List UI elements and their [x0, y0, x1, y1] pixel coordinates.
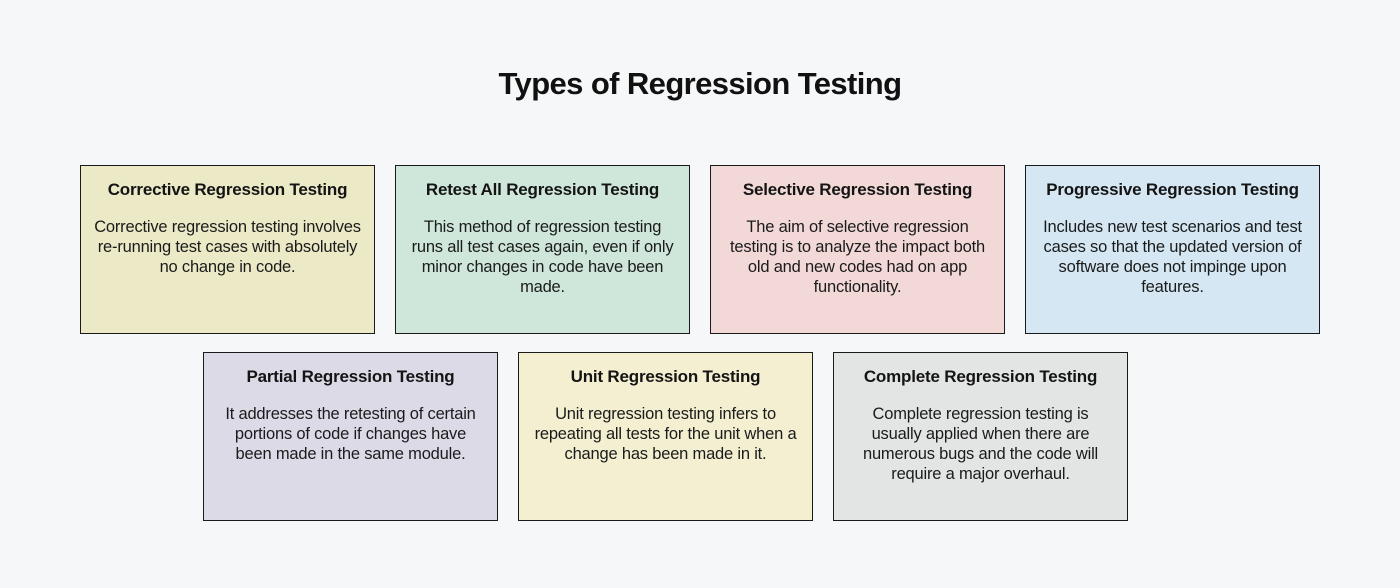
card-row-top: Corrective Regression Testing Corrective… — [80, 165, 1320, 334]
card-selective-regression-testing: Selective Regression Testing The aim of … — [710, 165, 1005, 334]
card-title: Selective Regression Testing — [742, 180, 973, 199]
card-body: This method of regression testing runs a… — [411, 218, 674, 296]
card-body: Includes new test scenarios and test cas… — [1043, 218, 1302, 296]
card-progressive-regression-testing: Progressive Regression Testing Includes … — [1025, 165, 1320, 334]
card-partial-regression-testing: Partial Regression Testing It addresses … — [203, 352, 498, 521]
card-corrective-regression-testing: Corrective Regression Testing Corrective… — [80, 165, 375, 334]
card-retest-all-regression-testing: Retest All Regression Testing This metho… — [395, 165, 690, 334]
card-row-bottom: Partial Regression Testing It addresses … — [203, 352, 1128, 521]
card-title: Corrective Regression Testing — [107, 180, 348, 199]
card-unit-regression-testing: Unit Regression Testing Unit regression … — [518, 352, 813, 521]
card-complete-regression-testing: Complete Regression Testing Complete reg… — [833, 352, 1128, 521]
card-body: Unit regression testing infers to repeat… — [534, 405, 797, 463]
card-title: Retest All Regression Testing — [425, 180, 660, 199]
page-title: Types of Regression Testing — [498, 66, 903, 101]
card-title: Partial Regression Testing — [246, 367, 455, 386]
card-title: Complete Regression Testing — [863, 367, 1098, 386]
card-body: It addresses the retesting of certain po… — [225, 405, 476, 463]
card-body: The aim of selective regression testing … — [730, 218, 985, 296]
card-body: Complete regression testing is usually a… — [862, 405, 1099, 483]
card-title: Unit Regression Testing — [570, 367, 761, 386]
card-title: Progressive Regression Testing — [1046, 180, 1299, 199]
card-body: Corrective regression testing involves r… — [94, 218, 361, 276]
